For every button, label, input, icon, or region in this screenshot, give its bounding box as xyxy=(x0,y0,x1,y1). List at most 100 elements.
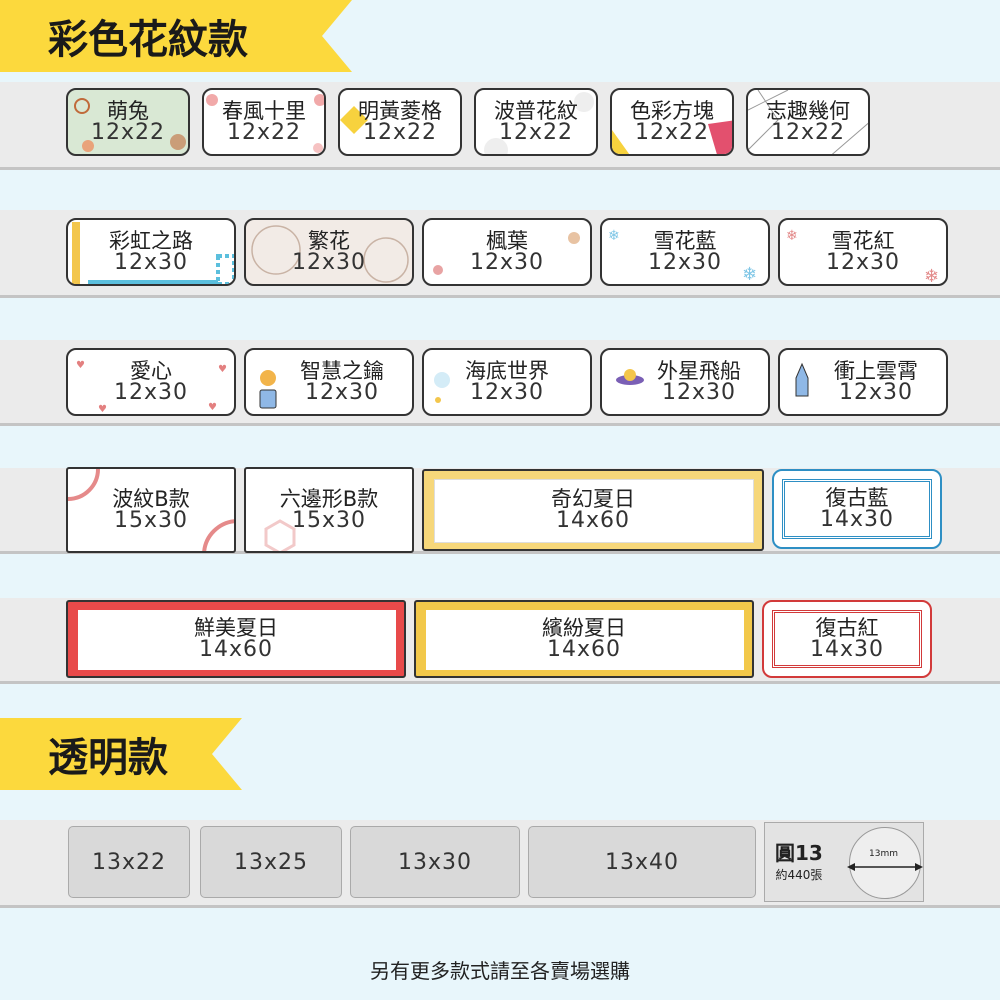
label-name: 海底世界 xyxy=(465,358,549,383)
label-name: 色彩方塊 xyxy=(630,98,714,123)
section-title: 彩色花紋款 xyxy=(48,17,248,63)
label-name: 楓葉 xyxy=(486,228,528,253)
label-size: 12x30 xyxy=(838,379,913,405)
label-name: 外星飛船 xyxy=(657,358,741,383)
heart-icon: ♥ ♥ ♥ ♥ xyxy=(76,360,227,415)
label-card[interactable]: 六邊形B款 15x30 xyxy=(244,467,414,553)
label-size: 12x30 xyxy=(304,379,379,405)
round-sample-circle xyxy=(849,827,921,899)
vintage-frame xyxy=(782,479,932,539)
label-card[interactable]: 彩虹之路 12x30 xyxy=(66,218,236,286)
label-size: 12x30 xyxy=(661,379,736,405)
label-card[interactable]: 楓葉 12x30 xyxy=(422,218,592,286)
label-card[interactable]: 衝上雲霄 12x30 xyxy=(778,348,948,416)
label-inner-panel xyxy=(434,479,754,543)
snowflake-blue-icon: ❄ ❄ xyxy=(608,228,757,285)
color-block-icon xyxy=(612,120,732,154)
label-card[interactable]: 外星飛船 12x30 xyxy=(600,348,770,416)
label-card[interactable]: 鮮美夏日 14x60 xyxy=(66,600,406,678)
label-size: 12x30 xyxy=(469,379,544,405)
label-size: 12x22 xyxy=(770,119,845,145)
label-size: 15x30 xyxy=(113,507,188,533)
label-name: 萌兔 xyxy=(107,98,149,123)
label-name: 奇幻夏日 xyxy=(551,486,635,511)
label-card[interactable]: 志趣幾何 12x22 xyxy=(746,88,870,156)
label-size: 13x40 xyxy=(604,849,679,875)
label-name: 鮮美夏日 xyxy=(194,615,278,640)
svg-text:❄: ❄ xyxy=(742,264,757,285)
label-card[interactable]: 繁花 12x30 xyxy=(244,218,414,286)
label-size: 12x22 xyxy=(498,119,573,145)
label-name: 復古藍 xyxy=(825,485,889,510)
label-card[interactable]: ❄ ❄ 雪花藍 12x30 xyxy=(600,218,770,286)
label-size: 12x30 xyxy=(291,249,366,275)
label-name: 雪花紅 xyxy=(831,228,895,253)
label-name: 彩虹之路 xyxy=(109,228,193,253)
snowflake-red-icon: ❄ ❄ xyxy=(786,228,939,286)
label-card[interactable]: 波紋B款 15x30 xyxy=(66,467,236,553)
svg-text:❄: ❄ xyxy=(924,266,939,286)
label-card[interactable]: 色彩方塊 12x22 xyxy=(610,88,734,156)
label-size: 14x60 xyxy=(555,507,630,533)
round-label-card[interactable]: 圓13 約440張 13mm xyxy=(764,822,924,902)
label-card[interactable]: 春風十里 12x22 xyxy=(202,88,326,156)
label-name: 衝上雲霄 xyxy=(834,358,918,383)
label-card[interactable]: 明黃菱格 12x22 xyxy=(338,88,462,156)
pop-flower-icon xyxy=(484,92,594,154)
label-card[interactable]: ❄ ❄ 雪花紅 12x30 xyxy=(778,218,948,286)
label-size: 14x30 xyxy=(819,506,894,532)
rocket-icon xyxy=(795,362,809,397)
flower-pattern-icon xyxy=(206,94,324,153)
round-label-name: 圓13 xyxy=(775,841,823,865)
label-size: 13x25 xyxy=(233,849,308,875)
ocean-bubble-icon xyxy=(434,372,450,403)
vintage-frame xyxy=(772,610,922,668)
round-label-text: 圓13 約440張 xyxy=(775,837,823,883)
svg-text:♥: ♥ xyxy=(76,360,85,371)
label-card[interactable]: ♥ ♥ ♥ ♥ 愛心 12x30 xyxy=(66,348,236,416)
clear-label-card[interactable]: 13x25 xyxy=(200,826,342,898)
label-card[interactable]: 海底世界 12x30 xyxy=(422,348,592,416)
label-name: 志趣幾何 xyxy=(766,98,850,123)
maple-leaf-icon xyxy=(433,232,580,275)
section-banner-clear: 透明款 xyxy=(0,718,242,790)
clear-label-card[interactable]: 13x22 xyxy=(68,826,190,898)
label-card[interactable]: 奇幻夏日 14x60 xyxy=(422,469,764,551)
label-name: 愛心 xyxy=(130,358,172,383)
label-size: 15x30 xyxy=(291,507,366,533)
label-card[interactable]: 復古藍 14x30 xyxy=(772,469,942,549)
key-icon xyxy=(259,370,277,409)
label-size: 12x30 xyxy=(825,249,900,275)
label-card[interactable]: 萌兔 12x22 xyxy=(66,88,190,156)
label-name: 六邊形B款 xyxy=(279,486,379,511)
clear-label-card[interactable]: 13x30 xyxy=(350,826,520,898)
label-name: 繽紛夏日 xyxy=(542,615,626,640)
label-size: 12x30 xyxy=(647,249,722,275)
svg-text:❄: ❄ xyxy=(786,228,798,244)
round-label-count: 約440張 xyxy=(775,868,823,882)
ufo-icon xyxy=(616,369,644,385)
geometric-lines-icon xyxy=(748,90,868,154)
label-size: 13x22 xyxy=(91,849,166,875)
bunny-pattern-icon xyxy=(74,98,186,152)
footer-note: 另有更多款式請至各賣場選購 xyxy=(370,959,630,983)
label-name: 波普花紋 xyxy=(494,98,578,123)
label-size: 12x30 xyxy=(469,249,544,275)
label-size: 14x60 xyxy=(546,636,621,662)
section-banner-color-patterns: 彩色花紋款 xyxy=(0,0,352,72)
svg-text:♥: ♥ xyxy=(98,404,107,415)
label-name: 繁花 xyxy=(308,228,350,253)
label-name: 復古紅 xyxy=(815,615,879,640)
label-card[interactable]: 波普花紋 12x22 xyxy=(474,88,598,156)
svg-text:❄: ❄ xyxy=(608,228,620,244)
label-card[interactable]: 復古紅 14x30 xyxy=(762,600,932,678)
label-card[interactable]: 智慧之鑰 12x30 xyxy=(244,348,414,416)
clear-label-card[interactable]: 13x40 xyxy=(528,826,756,898)
yellow-diamond-icon xyxy=(340,106,368,134)
label-name: 明黃菱格 xyxy=(358,98,442,123)
label-size: 13x30 xyxy=(397,849,472,875)
label-card[interactable]: 繽紛夏日 14x60 xyxy=(414,600,754,678)
rainbow-stripes-icon xyxy=(72,222,234,284)
label-size: 12x30 xyxy=(113,249,188,275)
label-size: 14x30 xyxy=(809,636,884,662)
